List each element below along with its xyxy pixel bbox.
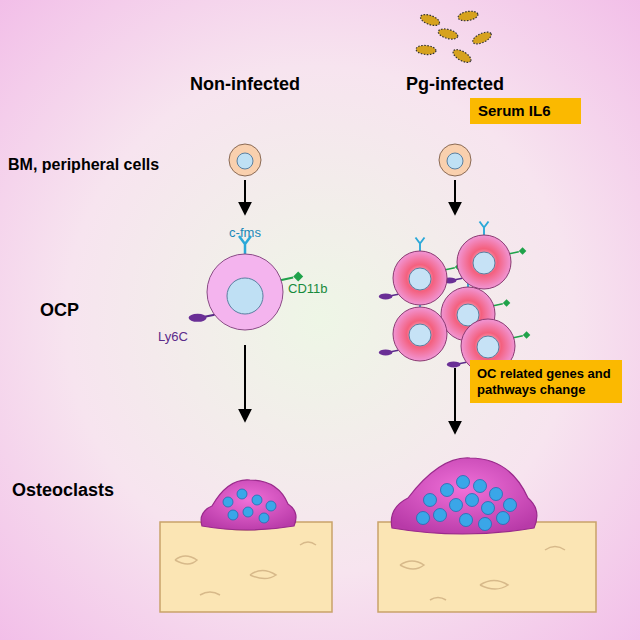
marker-label: c-fms <box>229 226 261 241</box>
row-label: BM, peripheral cells <box>8 156 159 174</box>
arrows <box>245 180 455 432</box>
row-label: OCP <box>40 300 79 321</box>
marker-label: CD11b <box>288 282 328 297</box>
column-heading: Pg-infected <box>406 74 504 95</box>
bone <box>160 522 596 612</box>
cells <box>189 144 531 373</box>
marker-label: Ly6C <box>158 330 188 345</box>
box-text: OC related genes and pathways change <box>477 366 615 397</box>
box-text: Serum IL6 <box>478 102 551 120</box>
osteoclast <box>201 458 537 534</box>
column-heading: Non-infected <box>190 74 300 95</box>
row-label: Osteoclasts <box>12 480 114 501</box>
bacteria <box>416 10 493 65</box>
note-box: OC related genes and pathways change <box>470 360 622 403</box>
note-box: Serum IL6 <box>470 98 581 124</box>
